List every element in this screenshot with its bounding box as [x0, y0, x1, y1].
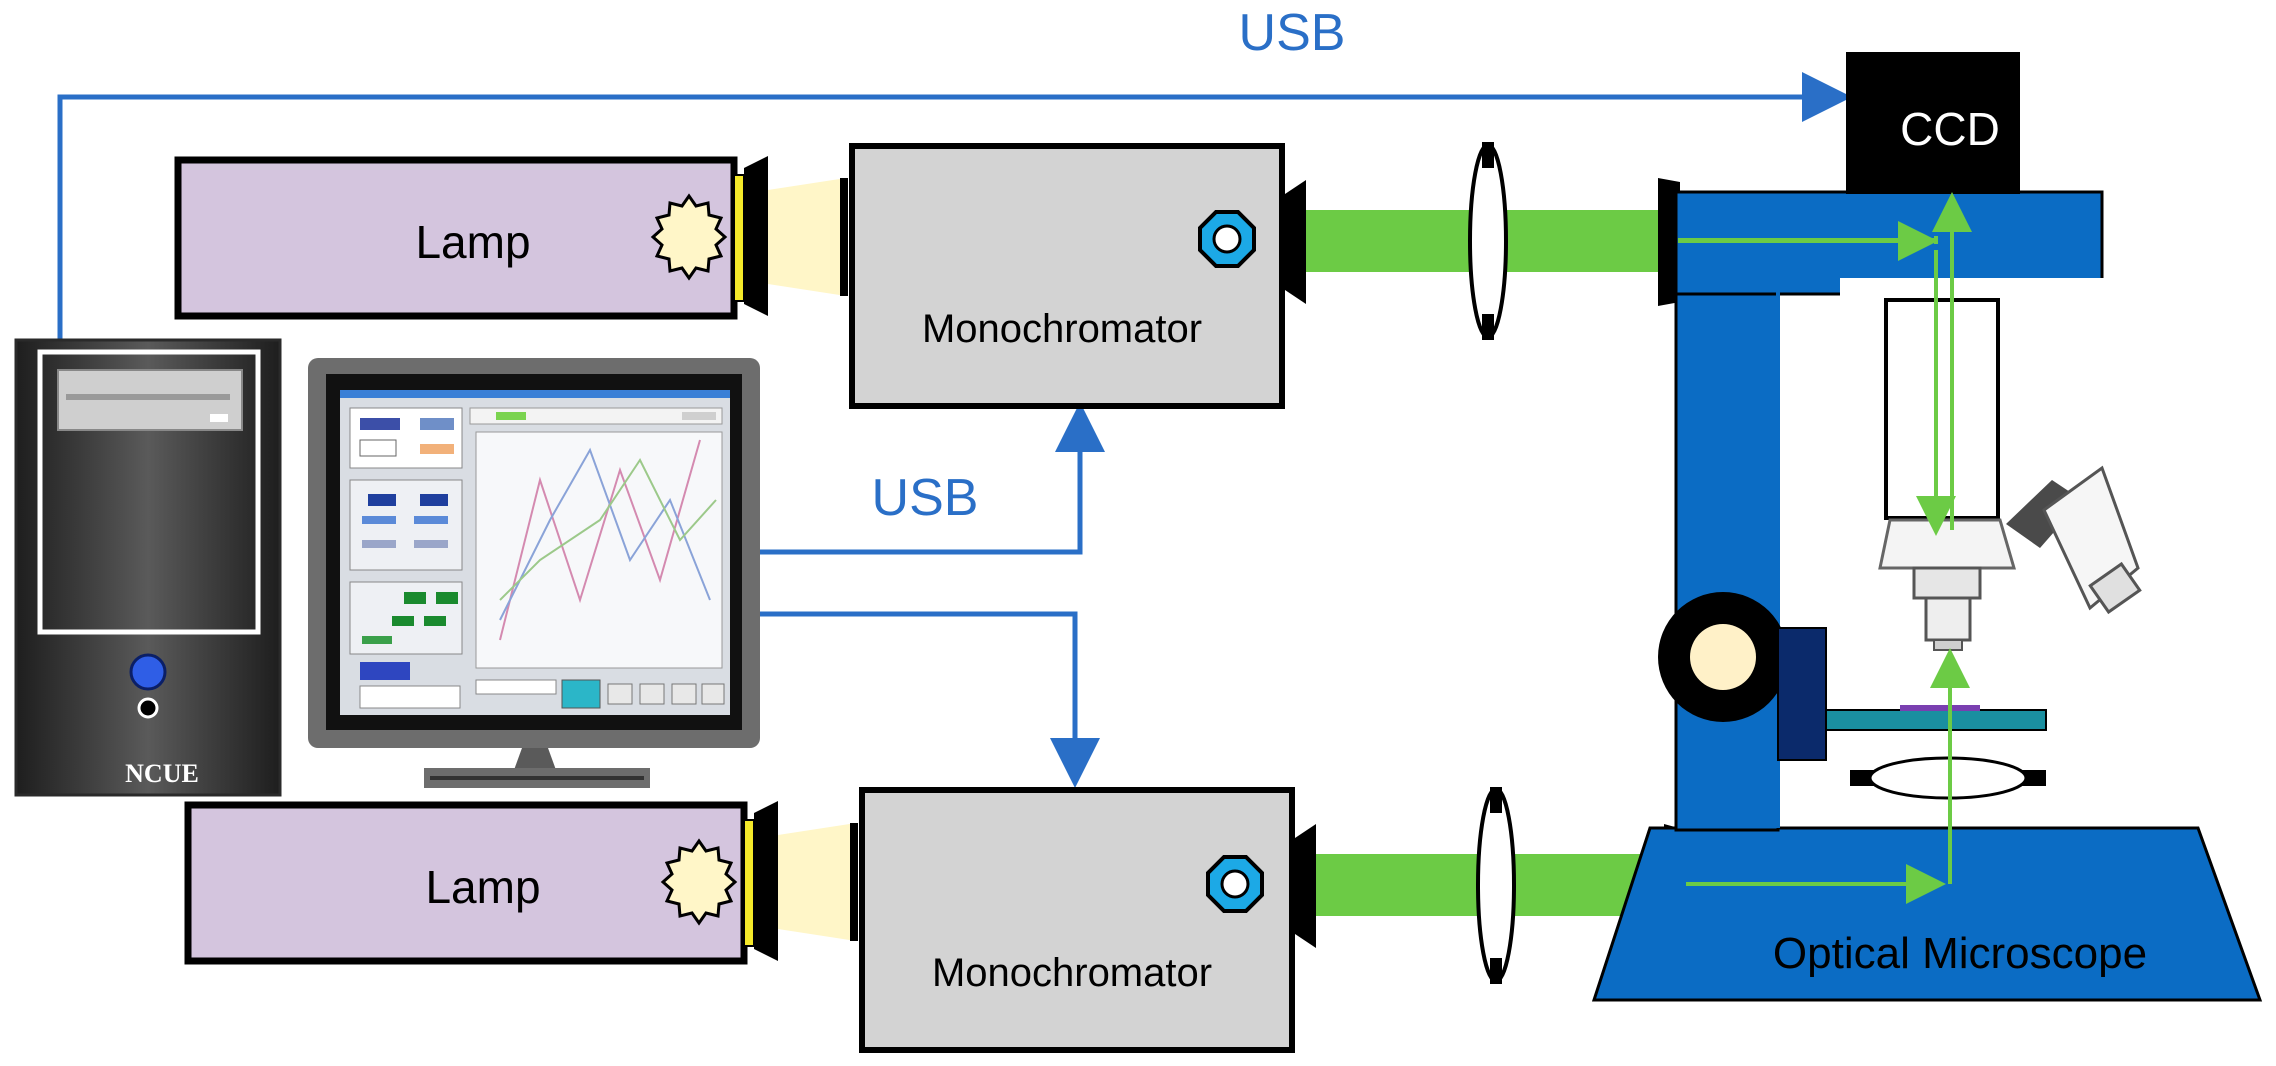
computer-tower: NCUE [14, 338, 282, 797]
lens-top [1468, 143, 1508, 339]
sun-burst-icon [650, 193, 728, 281]
beam-bottom [1316, 787, 1686, 984]
lamp-bottom-label: Lamp [425, 861, 540, 913]
usb-cable-bottom-monochromator [750, 611, 1100, 788]
monochromator-bottom-label: Monochromator [932, 951, 1212, 995]
usb-cable-top-monochromator [750, 402, 1105, 555]
computer-brand: NCUE [125, 759, 199, 788]
monochromator-bottom: Monochromator [859, 787, 1316, 1053]
power-button [129, 653, 167, 691]
lens-bottom [1476, 787, 1516, 983]
beam-top [1306, 142, 1680, 340]
light-cone [778, 823, 856, 941]
lamp-top: Lamp [174, 156, 848, 320]
optical-path-bottom [1686, 648, 1970, 904]
microscope-label: Optical Microscope [1773, 929, 2147, 978]
sun-burst-icon [660, 838, 738, 926]
lamp-bottom: Lamp [184, 801, 858, 965]
light-cone [768, 178, 846, 296]
ccd-label: CCD [1900, 103, 2000, 155]
optical-path-top [1678, 221, 1956, 536]
usb-label-middle: USB [872, 469, 979, 527]
optical-microscope: Optical Microscope CCD [1591, 52, 2263, 1002]
octagon-port-icon [1198, 210, 1256, 268]
monochromator-top-label: Monochromator [922, 307, 1202, 351]
octagon-port-icon [1206, 855, 1264, 913]
usb-label-top: USB [1239, 4, 1346, 62]
monitor [308, 358, 760, 788]
monochromator-top: Monochromator [849, 143, 1306, 409]
lamp-top-label: Lamp [415, 216, 530, 268]
usb-cable-ccd [57, 72, 1852, 340]
